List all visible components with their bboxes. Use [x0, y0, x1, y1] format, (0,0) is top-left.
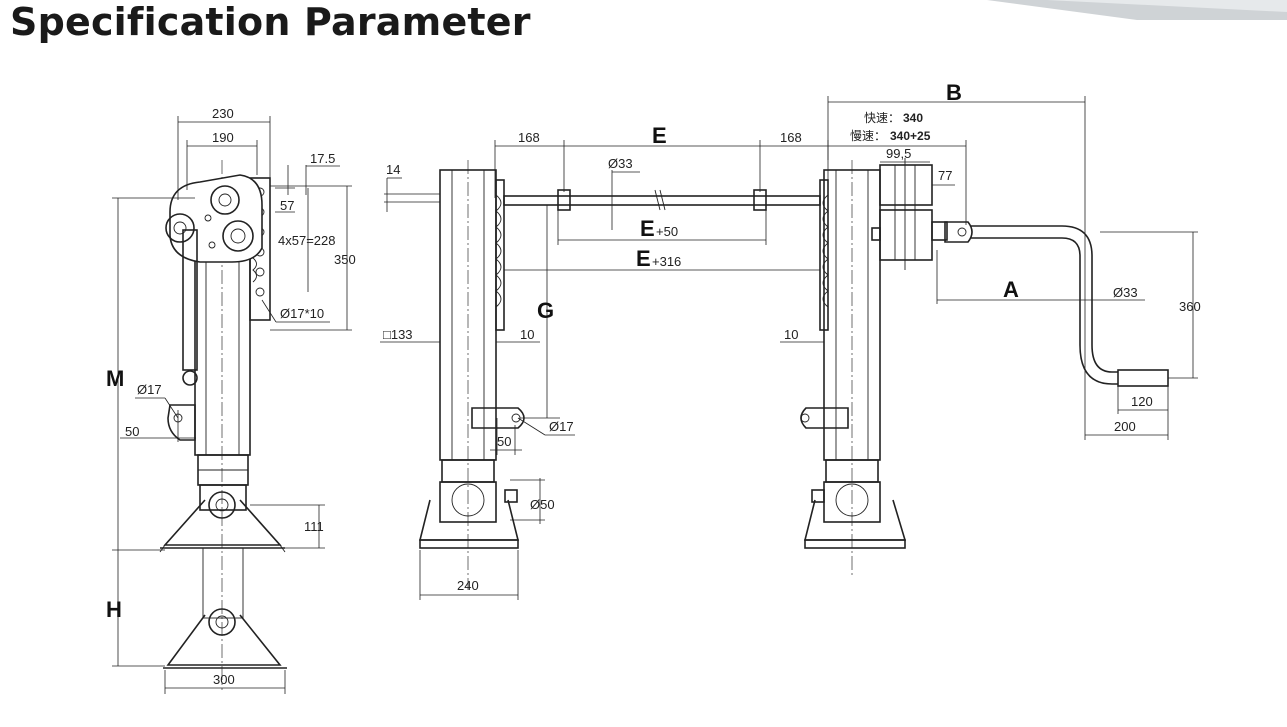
label-E316-sub: +316 [652, 254, 681, 269]
dim-133: □133 [383, 327, 413, 342]
dim-111: 111 [304, 519, 324, 534]
label-G: G [537, 298, 554, 323]
dim-350: 350 [334, 252, 356, 267]
dim-17-5: 17.5 [310, 151, 335, 166]
front-view-right-leg: 10 [780, 158, 948, 575]
dim-17a: Ø17 [137, 382, 162, 397]
label-E316-main: E [636, 246, 651, 271]
dim-360: 360 [1179, 299, 1201, 314]
label-H: H [106, 597, 122, 622]
cross-shaft: Ø33 168 168 E E +50 E +316 [494, 123, 829, 271]
dim-33a: Ø33 [608, 156, 633, 171]
dim-50b: 50 [497, 434, 511, 449]
dim-168b: 168 [780, 130, 802, 145]
dim-33b: Ø33 [1113, 285, 1138, 300]
crank-handle: B 快速： 340 慢速： 340+25 99,5 77 A Ø33 360 1… [827, 80, 1201, 440]
speed-fast-label: 快速： [864, 111, 900, 125]
dim-230: 230 [212, 106, 234, 121]
label-E50-sub: +50 [656, 224, 678, 239]
corner-decoration [987, 0, 1287, 20]
dim-57: 57 [280, 198, 294, 213]
dim-120: 120 [1131, 394, 1153, 409]
speed-slow-label: 慢速： [850, 129, 886, 143]
dim-190: 190 [212, 130, 234, 145]
page-title: Specification Parameter [10, 0, 531, 44]
dim-300: 300 [213, 672, 235, 687]
dim-14: 14 [386, 162, 400, 177]
speed-slow-value: 340+25 [890, 129, 931, 143]
dim-240: 240 [457, 578, 479, 593]
dim-10a: 10 [520, 327, 534, 342]
dim-200: 200 [1114, 419, 1136, 434]
dim-50c: Ø50 [530, 497, 555, 512]
label-A: A [1003, 277, 1019, 302]
dim-77: 77 [938, 168, 952, 183]
dim-4x57: 4x57=228 [278, 233, 335, 248]
front-view-left-leg: 14 □133 10 G Ø17 50 Ø50 240 [380, 160, 575, 600]
dim-10b: 10 [784, 327, 798, 342]
label-E: E [652, 123, 667, 148]
dim-17x10: Ø17*10 [280, 306, 324, 321]
dim-17b: Ø17 [549, 419, 574, 434]
label-E50-main: E [640, 216, 655, 241]
side-view-leg: 230 190 17.5 57 4x57=228 350 Ø17*10 M [106, 106, 356, 694]
label-B: B [946, 80, 962, 105]
dim-99-5: 99,5 [886, 146, 911, 161]
speed-fast-value: 340 [903, 111, 923, 125]
label-M: M [106, 366, 124, 391]
dim-50a: 50 [125, 424, 139, 439]
dim-168a: 168 [518, 130, 540, 145]
